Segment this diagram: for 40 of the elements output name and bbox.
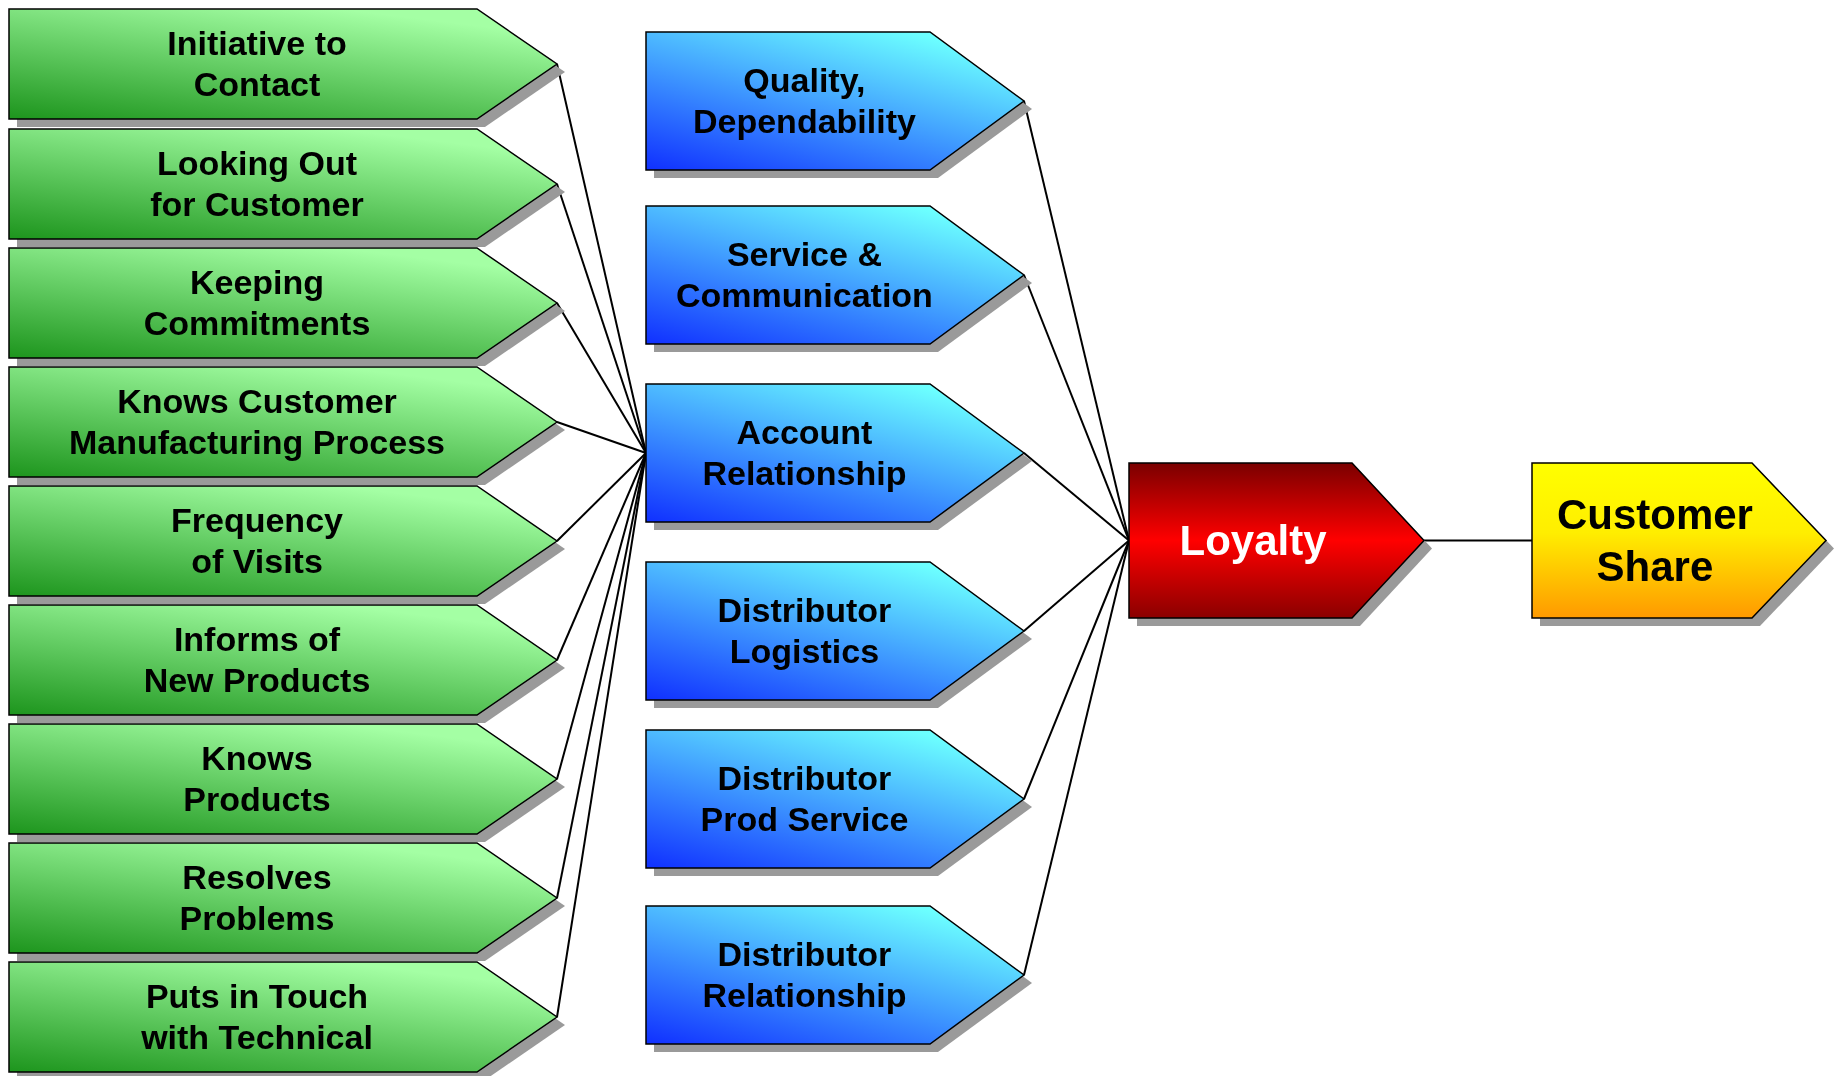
- box-label: Service & Communication: [675, 233, 934, 316]
- arrow-shaped-box: [9, 129, 565, 247]
- box-label: Distributor Relationship: [701, 933, 908, 1016]
- box-label: Account Relationship: [701, 411, 908, 494]
- box-label: Initiative to Contact: [166, 22, 348, 105]
- connector-line: [1023, 539, 1130, 632]
- arrow-shaped-box: [9, 248, 565, 366]
- box-label: Frequency of Visits: [170, 499, 344, 582]
- connector-line: [556, 452, 647, 542]
- connector-line: [1023, 452, 1130, 542]
- box-label: Resolves Problems: [178, 856, 336, 939]
- arrow-shaped-box: [9, 724, 565, 842]
- box-label: Customer Share: [1555, 490, 1754, 592]
- arrow-shaped-box: [646, 730, 1032, 876]
- box-label: Informs of New Products: [142, 618, 372, 701]
- box-label: Quality, Dependability: [691, 59, 917, 142]
- arrow-shaped-box: [9, 367, 565, 485]
- box-label: Knows Products: [182, 737, 332, 820]
- arrow-shaped-box: [9, 9, 565, 127]
- connector-line: [1423, 539, 1533, 542]
- connector-line: [556, 421, 647, 454]
- box-label: Knows Customer Manufacturing Process: [68, 380, 446, 463]
- box-label: Looking Out for Customer: [149, 142, 365, 225]
- arrow-shaped-box: [646, 32, 1032, 178]
- arrow-shaped-box: [9, 962, 565, 1076]
- arrow-shaped-box: [646, 562, 1032, 708]
- arrow-shaped-box: [646, 206, 1032, 352]
- arrow-shaped-box: [9, 605, 565, 723]
- box-label: Puts in Touch with Technical: [140, 975, 374, 1058]
- box-label: Distributor Prod Service: [699, 757, 910, 840]
- arrow-shaped-box: [1129, 463, 1432, 626]
- connector-line: [556, 302, 647, 454]
- arrow-shaped-box: [1532, 463, 1834, 626]
- box-label: Distributor Logistics: [716, 589, 893, 672]
- arrow-shaped-box: [9, 843, 565, 961]
- box-label: Loyalty: [1179, 515, 1327, 566]
- arrow-shaped-box: [646, 384, 1032, 530]
- box-label: Keeping Commitments: [142, 261, 372, 344]
- arrow-shaped-box: [646, 906, 1032, 1052]
- arrow-shaped-box: [9, 486, 565, 604]
